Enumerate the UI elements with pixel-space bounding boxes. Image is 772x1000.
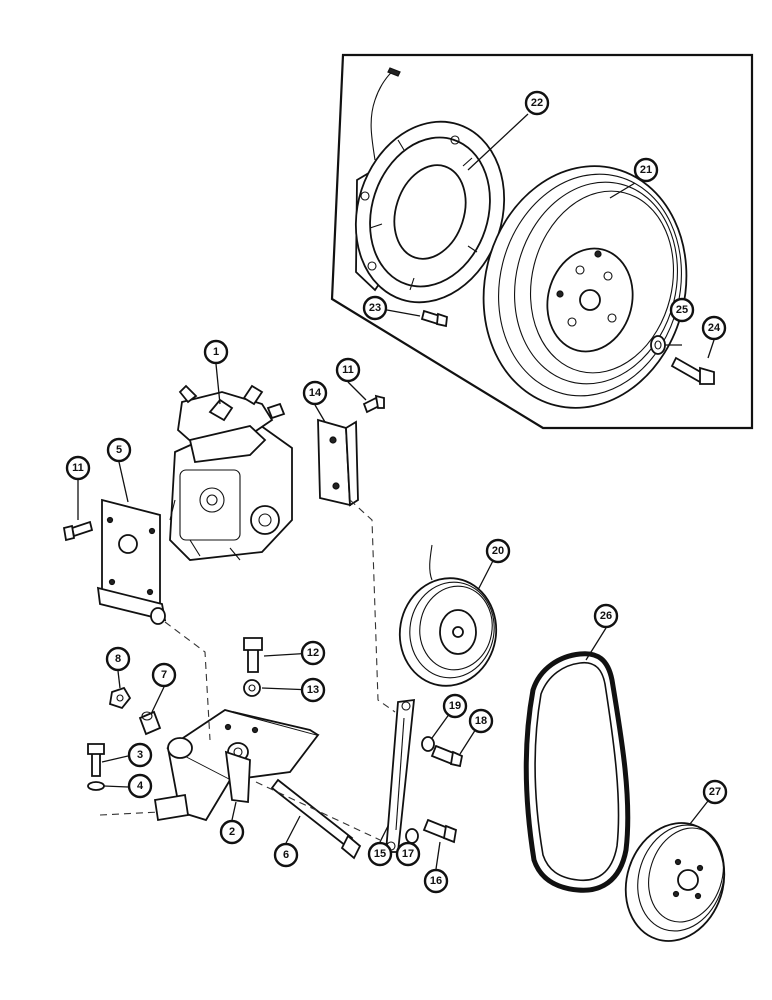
svg-text:21: 21 — [640, 164, 652, 176]
bolt-upper-right — [362, 394, 385, 414]
pulley-washer — [650, 335, 666, 355]
clutch-detail-inset — [330, 53, 754, 430]
svg-text:11: 11 — [342, 364, 354, 376]
callout-22: 22 — [524, 90, 550, 116]
callout-19: 19 — [442, 693, 468, 719]
callout-1: 1 — [203, 339, 229, 365]
bolt-16 — [422, 818, 458, 844]
callout-4: 4 — [127, 773, 153, 799]
drive-belt — [523, 651, 631, 893]
bolt-12 — [243, 637, 263, 673]
svg-text:4: 4 — [137, 780, 144, 792]
callout-3: 3 — [127, 742, 153, 768]
clutch-pulley — [482, 165, 688, 409]
callout-8: 8 — [105, 646, 131, 672]
washer-19 — [421, 736, 435, 752]
upper-bracket — [317, 418, 359, 507]
svg-text:13: 13 — [307, 684, 319, 696]
svg-text:27: 27 — [709, 786, 721, 798]
callout-25: 25 — [669, 297, 695, 323]
bolt-18 — [430, 744, 464, 768]
callout-20: 20 — [485, 538, 511, 564]
svg-text:19: 19 — [449, 700, 461, 712]
svg-text:23: 23 — [369, 302, 381, 314]
svg-text:7: 7 — [161, 669, 167, 681]
lockwasher-13 — [243, 679, 261, 697]
base-bracket — [153, 709, 320, 822]
svg-text:1: 1 — [213, 346, 219, 358]
washer-17 — [405, 828, 419, 844]
callout-27: 27 — [702, 779, 728, 805]
svg-text:20: 20 — [492, 545, 504, 557]
callout-21: 21 — [633, 157, 659, 183]
svg-text:6: 6 — [283, 849, 289, 861]
svg-text:8: 8 — [115, 653, 121, 665]
washer-4 — [87, 781, 105, 791]
callout-7: 7 — [151, 662, 177, 688]
small-clutch-pulley — [398, 544, 498, 687]
callout-24: 24 — [701, 315, 727, 341]
svg-text:18: 18 — [475, 715, 487, 727]
long-bolt — [270, 778, 362, 860]
svg-text:15: 15 — [374, 848, 386, 860]
svg-text:2: 2 — [229, 826, 235, 838]
callout-16: 16 — [423, 868, 449, 894]
svg-text:25: 25 — [676, 304, 688, 316]
callout-23: 23 — [362, 295, 388, 321]
svg-text:12: 12 — [307, 647, 319, 659]
callout-15: 15 — [367, 841, 393, 867]
pulley-bolt — [670, 356, 715, 385]
callout-5: 5 — [106, 437, 132, 463]
compressor — [169, 384, 293, 561]
nut-8 — [108, 686, 132, 710]
callout-26: 26 — [593, 603, 619, 629]
svg-text:14: 14 — [309, 387, 322, 399]
svg-text:24: 24 — [708, 322, 721, 334]
bolt-3 — [87, 743, 105, 777]
spacer-7 — [138, 710, 162, 736]
svg-text:22: 22 — [531, 97, 543, 109]
svg-text:3: 3 — [137, 749, 143, 761]
callout-14: 14 — [302, 380, 328, 406]
alignment-lines — [99, 499, 396, 841]
callout-11-left: 11 — [65, 455, 91, 481]
svg-text:11: 11 — [72, 462, 84, 474]
coil-bolt — [420, 309, 448, 328]
svg-text:5: 5 — [116, 444, 122, 456]
svg-text:16: 16 — [430, 875, 442, 887]
callout-11-right: 11 — [335, 357, 361, 383]
mounting-plate — [96, 498, 167, 625]
svg-text:26: 26 — [600, 610, 612, 622]
callout-17: 17 — [395, 841, 421, 867]
callout-6: 6 — [273, 842, 299, 868]
callout-2: 2 — [219, 819, 245, 845]
callout-13: 13 — [300, 677, 326, 703]
crank-pulley — [624, 822, 726, 942]
bolt-left — [62, 520, 94, 542]
callout-12: 12 — [300, 640, 326, 666]
clutch-field-coil — [354, 67, 506, 304]
callout-18: 18 — [468, 708, 494, 734]
svg-text:17: 17 — [402, 848, 414, 860]
